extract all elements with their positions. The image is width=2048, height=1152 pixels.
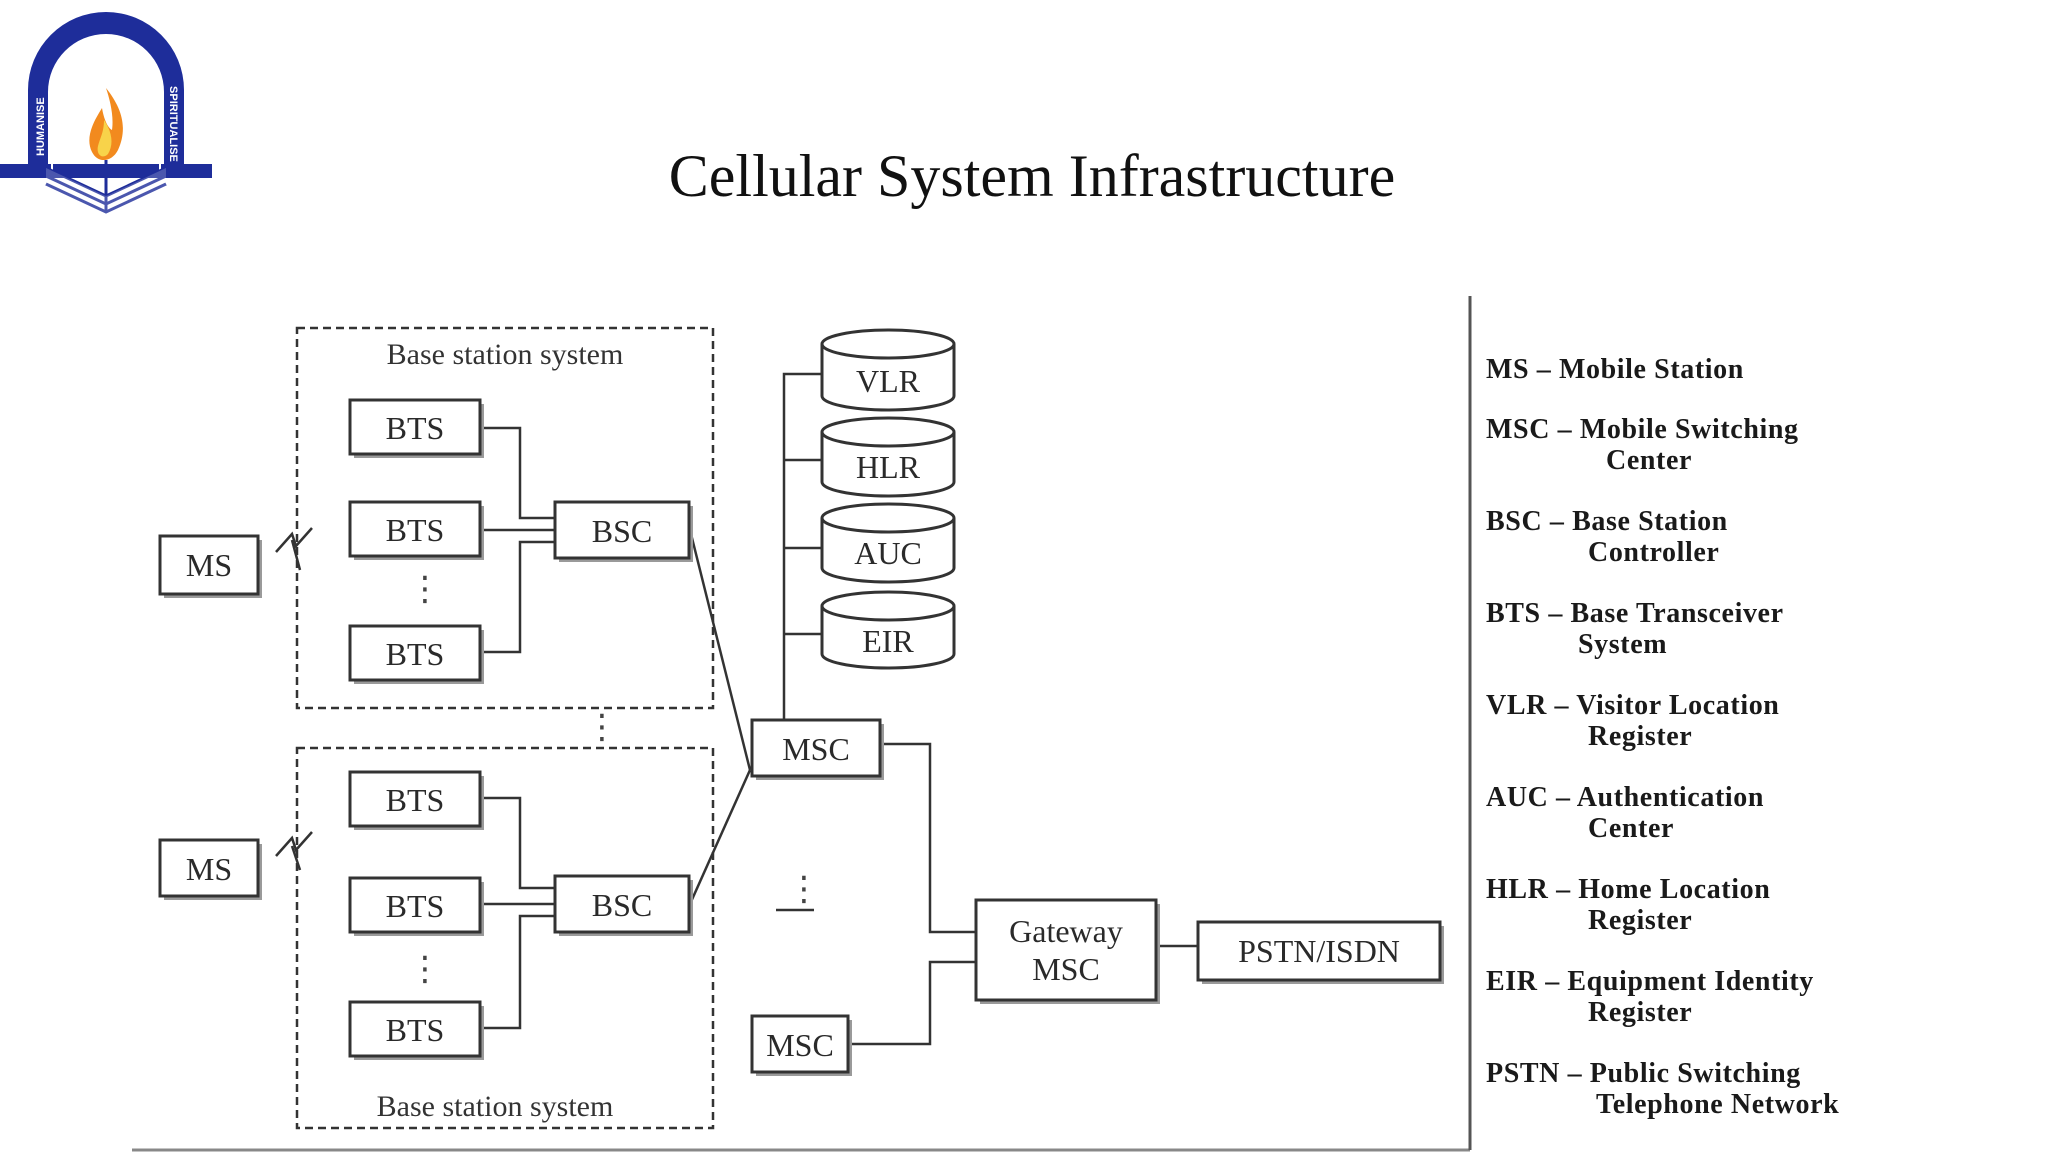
connectors xyxy=(480,372,1198,1046)
legend-text: PSTN – Public Switching xyxy=(1486,1058,1801,1089)
legend-text: AUC – Authentication xyxy=(1486,782,1765,813)
book-icon xyxy=(45,160,167,214)
legend-entry-auc: AUC – Authentication Center xyxy=(1486,782,1764,844)
ms-box-top: MS xyxy=(158,534,262,598)
eir-label: EIR xyxy=(862,623,914,659)
legend-entry-msc: MSC – Mobile Switching Center xyxy=(1486,414,1799,476)
legend-text-cont: Register xyxy=(1588,997,1693,1028)
legend-entry-ms: MS – Mobile Station xyxy=(1486,354,1744,385)
legend-text-cont: System xyxy=(1578,629,1668,660)
flame-icon xyxy=(89,88,123,161)
gateway-label-line1: Gateway xyxy=(1009,913,1123,949)
svg-text:SPIRITUALISE: SPIRITUALISE xyxy=(167,86,179,162)
bsc-label-top: BSC xyxy=(592,513,652,549)
bts-dots-top: ⋮ xyxy=(408,569,442,609)
legend-text: EIR – Equipment Identity xyxy=(1486,966,1814,997)
legend-text-cont: Center xyxy=(1588,813,1675,844)
bts-label: BTS xyxy=(386,410,445,446)
msc-label-top: MSC xyxy=(782,731,850,767)
legend-text-cont: Register xyxy=(1588,721,1693,752)
bts-box-top-3: BTS xyxy=(348,624,484,684)
bts-label: BTS xyxy=(386,782,445,818)
legend-text: MSC – Mobile Switching xyxy=(1486,414,1799,445)
logo-text-right: SPIRITUALISE xyxy=(167,86,179,162)
hlr-database: HLR xyxy=(820,416,956,498)
base-station-system-bottom xyxy=(295,746,715,1130)
legend-text: BTS – Base Transceiver xyxy=(1486,598,1784,629)
msc-box-bottom: MSC xyxy=(750,1014,852,1076)
bsc-box-top: BSC xyxy=(553,500,693,562)
slide-title: Cellular System Infrastructure xyxy=(0,142,2048,211)
bts-box-bottom-2: BTS xyxy=(348,876,484,936)
legend-entry-pstn: PSTN – Public Switching Telephone Networ… xyxy=(1486,1058,1839,1120)
legend-entry-hlr: HLR – Home Location Register xyxy=(1486,874,1770,936)
msc-label-bottom: MSC xyxy=(766,1027,834,1063)
legend-text-cont: Center xyxy=(1606,445,1693,476)
radio-link-icon-top xyxy=(275,527,313,571)
group-dots: ⋮ xyxy=(585,707,619,747)
pstn-isdn-box: PSTN/ISDN xyxy=(1196,920,1444,984)
auc-database: AUC xyxy=(820,502,956,584)
hlr-label: HLR xyxy=(856,449,921,485)
college-logo: EQUALISE HUMANISE SPIRITUALISE xyxy=(0,12,212,214)
msc-dots: ⋮ xyxy=(787,869,821,909)
svg-text:HUMANISE: HUMANISE xyxy=(35,97,47,156)
bts-box-bottom-3: BTS xyxy=(348,1000,484,1060)
bts-box-bottom-1: BTS xyxy=(348,770,484,830)
vlr-database: VLR xyxy=(820,328,956,412)
bts-label: BTS xyxy=(386,1012,445,1048)
bts-label: BTS xyxy=(386,636,445,672)
auc-label: AUC xyxy=(854,535,922,571)
legend-text-cont: Controller xyxy=(1588,537,1720,568)
bts-label: BTS xyxy=(386,512,445,548)
bsc-label-bottom: BSC xyxy=(592,887,652,923)
bts-box-top-2: BTS xyxy=(348,500,484,560)
legend-text: MS – Mobile Station xyxy=(1486,354,1744,385)
legend-text-cont: Telephone Network xyxy=(1596,1089,1840,1120)
eir-database: EIR xyxy=(820,590,956,670)
legend-text: BSC – Base Station xyxy=(1486,506,1728,537)
base-station-system-top xyxy=(295,326,715,710)
ms-label-top: MS xyxy=(186,547,232,583)
legend-entry-vlr: VLR – Visitor Location Register xyxy=(1486,690,1779,752)
pstn-label: PSTN/ISDN xyxy=(1238,933,1400,969)
ms-label-bottom: MS xyxy=(186,851,232,887)
bts-box-top-1: BTS xyxy=(348,398,484,458)
legend-text-cont: Register xyxy=(1588,905,1693,936)
bts-label: BTS xyxy=(386,888,445,924)
legend-entry-eir: EIR – Equipment Identity Register xyxy=(1486,966,1814,1028)
legend-entry-bts: BTS – Base Transceiver System xyxy=(1486,598,1784,660)
vlr-label: VLR xyxy=(856,363,921,399)
slide-title-text: Cellular System Infrastructure xyxy=(668,143,1396,209)
radio-link-icon-bottom xyxy=(275,831,313,871)
legend-text: VLR – Visitor Location xyxy=(1486,690,1780,721)
ms-box-bottom: MS xyxy=(158,838,262,900)
gateway-msc-box: Gateway MSC xyxy=(974,898,1160,1004)
msc-box-top: MSC xyxy=(750,718,884,780)
logo-text-left: HUMANISE xyxy=(35,97,47,156)
legend-entry-bsc: BSC – Base Station Controller xyxy=(1486,506,1728,568)
bsc-box-bottom: BSC xyxy=(553,874,693,936)
group-label-top: Base station system xyxy=(387,338,624,371)
bts-dots-bottom: ⋮ xyxy=(408,949,442,989)
legend-text: HLR – Home Location xyxy=(1486,874,1771,905)
gateway-label-line2: MSC xyxy=(1032,951,1100,987)
group-label-bottom: Base station system xyxy=(377,1090,614,1123)
